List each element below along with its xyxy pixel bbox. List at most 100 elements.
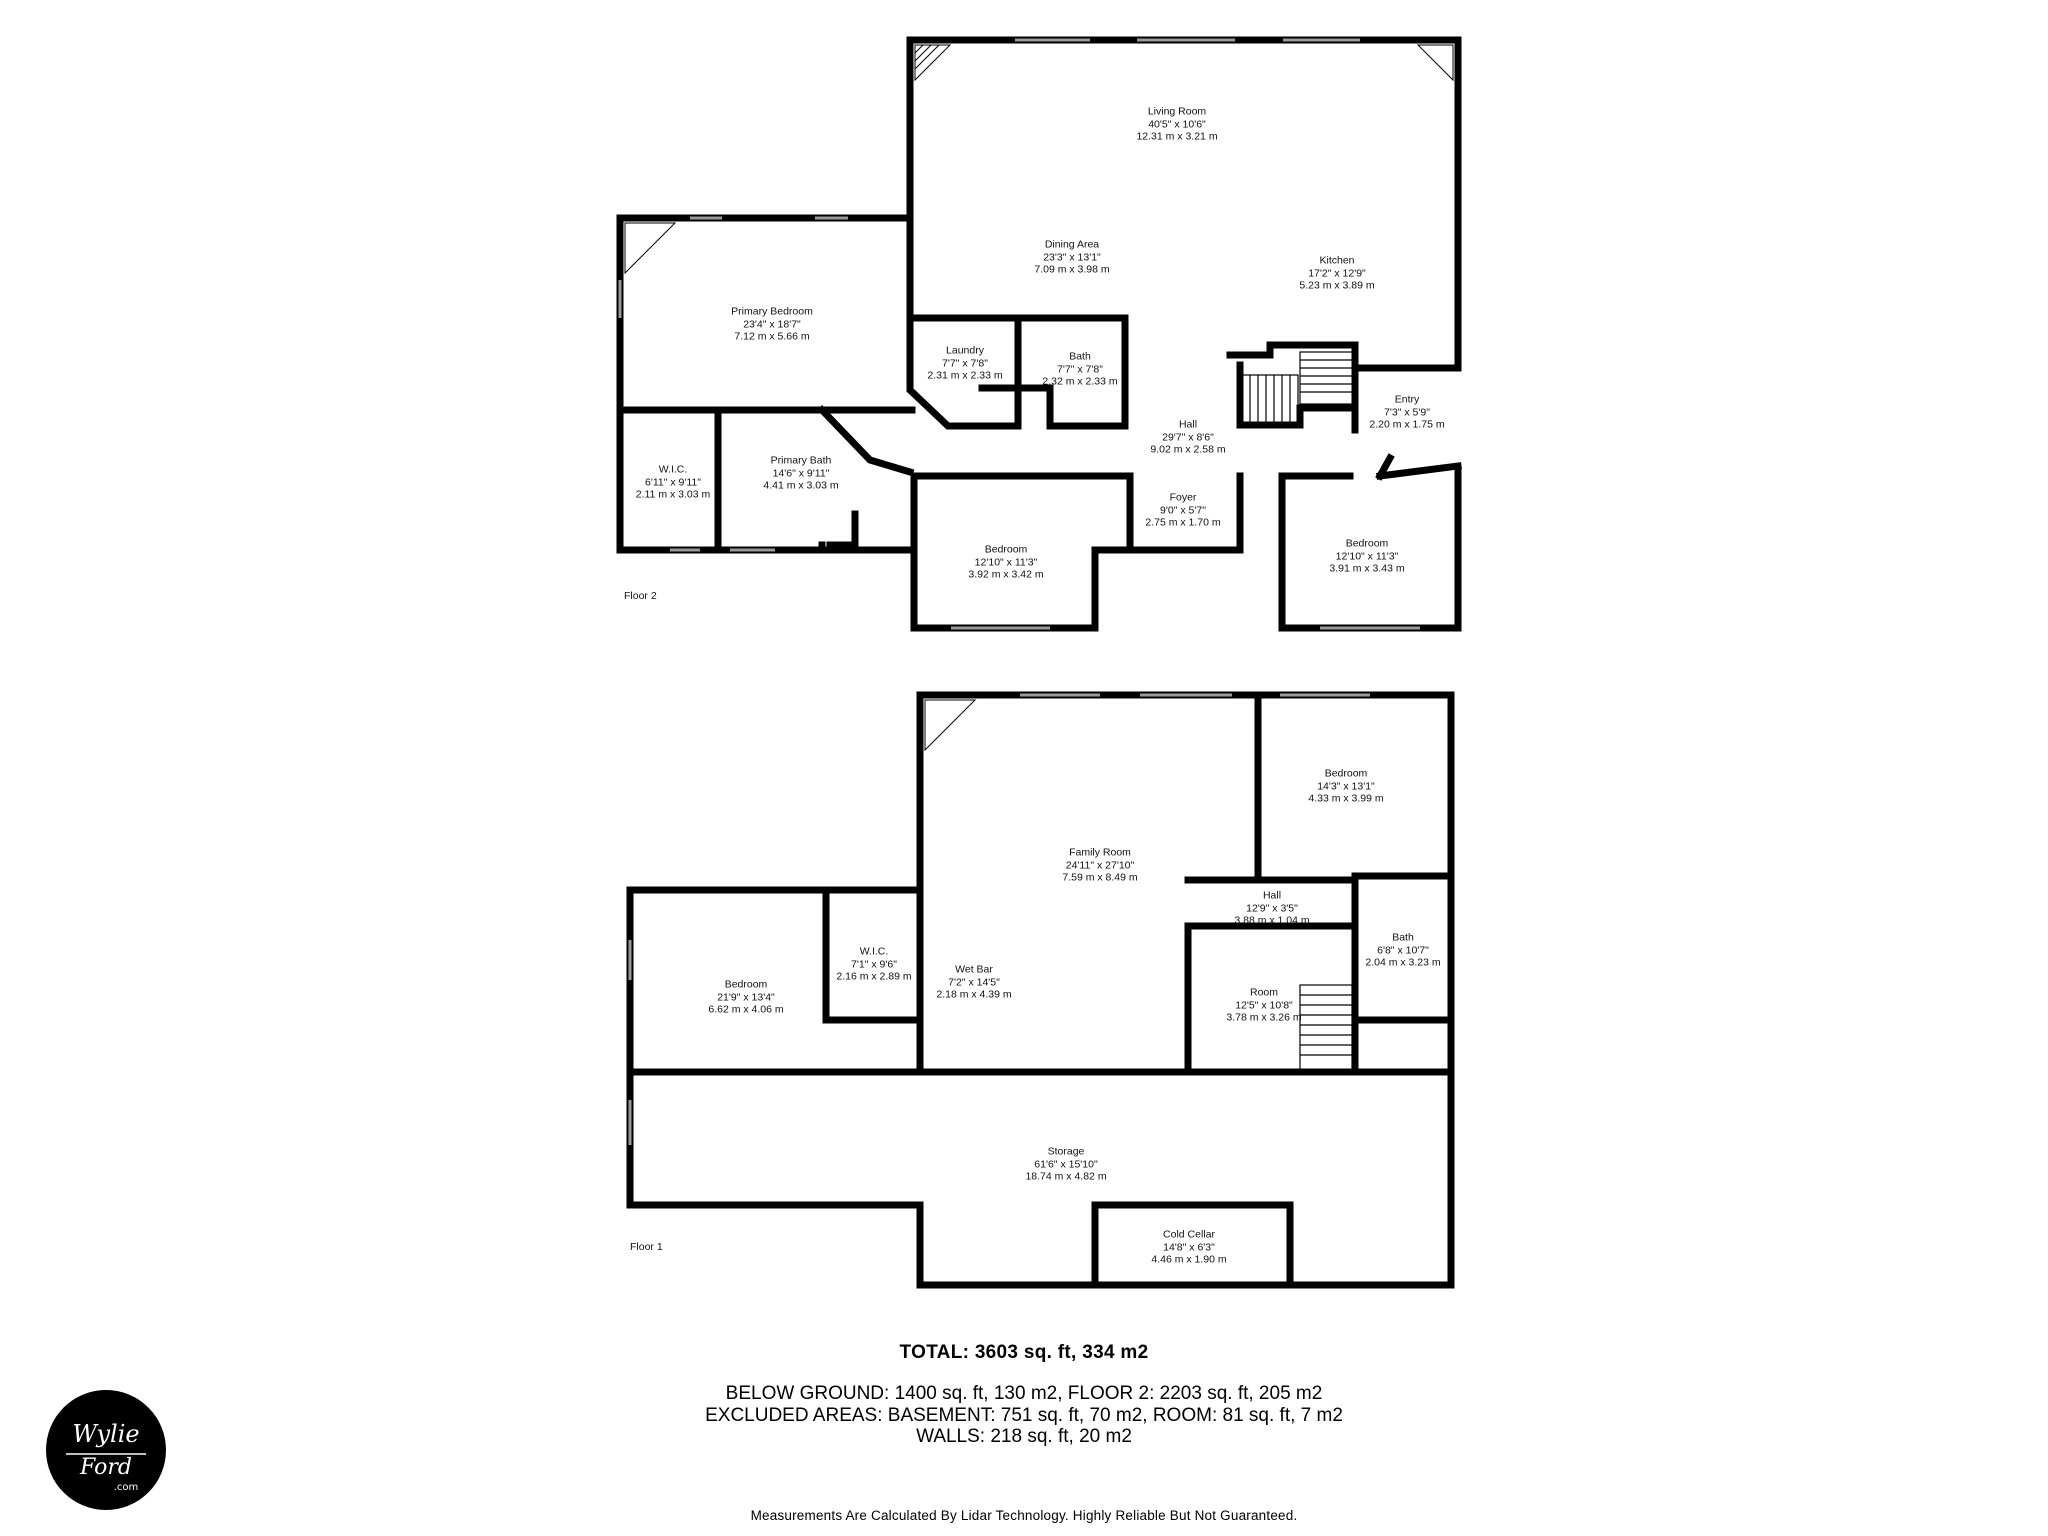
room-primary-bedroom: Primary Bedroom 23'4" x 18'7" 7.12 m x 5… xyxy=(731,305,813,343)
room-imperial: 40'5" x 10'6" xyxy=(1148,117,1206,130)
room-bath: Bath 6'8" x 10'7" 2.04 m x 3.23 m xyxy=(1365,931,1440,969)
logo-line3: .com xyxy=(114,1482,139,1493)
room-metric: 2.31 m x 2.33 m xyxy=(927,369,1003,382)
floor-2-walls xyxy=(616,36,1462,632)
room-imperial: 7'1" x 9'6" xyxy=(851,957,897,970)
room-imperial: 61'6" x 15'10" xyxy=(1034,1157,1098,1170)
room-wic: W.I.C. 6'11" x 9'11" 2.11 m x 3.03 m xyxy=(636,463,711,501)
floor-2-label: Floor 2 xyxy=(624,590,657,602)
stairs xyxy=(1241,351,1354,1071)
room-imperial: 12'10" x 11'3" xyxy=(974,555,1038,568)
room-bedroom: Bedroom 12'10" x 11'3" 3.91 m x 3.43 m xyxy=(1329,537,1404,575)
room-metric: 6.62 m x 4.06 m xyxy=(708,1003,784,1016)
room-bedroom: Bedroom 12'10" x 11'3" 3.92 m x 3.42 m xyxy=(968,543,1043,581)
room-imperial: 7'7" x 7'8" xyxy=(1057,362,1103,375)
room-metric: 3.92 m x 3.42 m xyxy=(968,568,1044,581)
room-name: W.I.C. xyxy=(859,945,889,958)
area-line: BELOW GROUND: 1400 sq. ft, 130 m2, FLOOR… xyxy=(725,1383,1323,1404)
room-metric: 2.16 m x 2.89 m xyxy=(836,970,912,983)
room-name: Room xyxy=(1249,986,1279,999)
room-name: Living Room xyxy=(1147,105,1207,118)
room-metric: 2.11 m x 3.03 m xyxy=(635,488,711,501)
room-room: Room 12'5" x 10'8" 3.78 m x 3.26 m xyxy=(1226,986,1301,1024)
room-primary-bath: Primary Bath 14'6" x 9'11" 4.41 m x 3.03… xyxy=(763,454,838,492)
room-imperial: 12'5" x 10'8" xyxy=(1235,998,1293,1011)
room-name: Primary Bath xyxy=(770,454,832,467)
room-imperial: 24'11" x 27'10" xyxy=(1065,858,1135,871)
room-metric: 7.12 m x 5.66 m xyxy=(734,330,810,343)
room-metric: 3.78 m x 3.26 m xyxy=(1226,1011,1302,1024)
room-metric: 2.32 m x 2.33 m xyxy=(1042,375,1118,388)
area-breakdown: BELOW GROUND: 1400 sq. ft, 130 m2, FLOOR… xyxy=(0,1383,2048,1448)
room-name: Hall xyxy=(1178,418,1198,431)
room-name: Kitchen xyxy=(1319,254,1355,267)
room-imperial: 14'8" x 6'3" xyxy=(1163,1240,1215,1253)
room-imperial: 6'11" x 9'11" xyxy=(644,475,702,488)
room-bath: Bath 7'7" x 7'8" 2.32 m x 2.33 m xyxy=(1042,350,1117,388)
room-imperial: 7'3" x 5'9" xyxy=(1384,405,1430,418)
room-hall: Hall 29'7" x 8'6" 9.02 m x 2.58 m xyxy=(1150,418,1225,456)
room-imperial: 9'0" x 5'7" xyxy=(1160,503,1206,516)
room-imperial: 23'4" x 18'7" xyxy=(743,317,801,330)
room-metric: 4.41 m x 3.03 m xyxy=(763,479,839,492)
room-metric: 2.75 m x 1.70 m xyxy=(1145,516,1221,529)
room-family-room: Family Room 24'11" x 27'10" 7.59 m x 8.4… xyxy=(1062,846,1137,884)
corner-hatches xyxy=(624,44,1454,752)
room-imperial: 29'7" x 8'6" xyxy=(1162,430,1214,443)
room-name: Dining Area xyxy=(1044,238,1100,251)
room-imperial: 12'9" x 3'5" xyxy=(1246,901,1298,914)
room-name: Storage xyxy=(1047,1145,1085,1158)
room-metric: 3.88 m x 1.04 m xyxy=(1234,914,1310,927)
room-storage: Storage 61'6" x 15'10" 18.74 m x 4.82 m xyxy=(1025,1145,1106,1183)
room-kitchen: Kitchen 17'2" x 12'9" 5.23 m x 3.89 m xyxy=(1299,254,1374,292)
logo-line1: Wylie xyxy=(72,1420,139,1448)
room-imperial: 12'10" x 11'3" xyxy=(1335,549,1399,562)
brand-logo: Wylie Ford .com xyxy=(46,1390,166,1510)
room-metric: 2.20 m x 1.75 m xyxy=(1369,418,1445,431)
room-name: Bedroom xyxy=(1345,537,1389,550)
room-name: Bedroom xyxy=(724,978,768,991)
room-name: Bath xyxy=(1392,931,1414,944)
room-laundry: Laundry 7'7" x 7'8" 2.31 m x 2.33 m xyxy=(927,344,1002,382)
room-imperial: 7'7" x 7'8" xyxy=(942,356,988,369)
room-imperial: 21'9" x 13'4" xyxy=(717,990,775,1003)
room-foyer: Foyer 9'0" x 5'7" 2.75 m x 1.70 m xyxy=(1145,491,1220,529)
room-living-room: Living Room 40'5" x 10'6" 12.31 m x 3.21… xyxy=(1136,105,1217,143)
room-metric: 7.09 m x 3.98 m xyxy=(1034,263,1110,276)
room-name: Entry xyxy=(1394,393,1420,406)
room-name: Bedroom xyxy=(1324,767,1368,780)
room-bedroom: Bedroom 14'3" x 13'1" 4.33 m x 3.99 m xyxy=(1308,767,1383,805)
room-name: Cold Cellar xyxy=(1163,1228,1215,1241)
room-dining-area: Dining Area 23'3" x 13'1" 7.09 m x 3.98 … xyxy=(1034,238,1109,276)
room-metric: 4.46 m x 1.90 m xyxy=(1151,1253,1227,1266)
total-area: TOTAL: 3603 sq. ft, 334 m2 xyxy=(899,1342,1149,1363)
room-wic: W.I.C. 7'1" x 9'6" 2.16 m x 2.89 m xyxy=(836,945,911,983)
room-imperial: 17'2" x 12'9" xyxy=(1308,266,1366,279)
floor-1-label: Floor 1 xyxy=(630,1241,663,1253)
room-imperial: 7'2" x 14'5" xyxy=(948,975,1000,988)
room-name: Wet Bar xyxy=(955,963,993,976)
room-name: W.I.C. xyxy=(658,463,688,476)
logo-line2: Ford xyxy=(79,1455,132,1480)
room-name: Hall xyxy=(1262,889,1282,902)
floor-1-walls xyxy=(626,691,1455,1289)
room-imperial: 14'3" x 13'1" xyxy=(1317,779,1375,792)
room-entry: Entry 7'3" x 5'9" 2.20 m x 1.75 m xyxy=(1369,393,1444,431)
room-metric: 12.31 m x 3.21 m xyxy=(1136,130,1218,143)
room-imperial: 14'6" x 9'11" xyxy=(772,466,830,479)
room-name: Bath xyxy=(1069,350,1091,363)
room-bedroom: Bedroom 21'9" x 13'4" 6.62 m x 4.06 m xyxy=(708,978,783,1016)
room-metric: 9.02 m x 2.58 m xyxy=(1150,443,1226,456)
room-name: Family Room xyxy=(1069,846,1131,859)
room-name: Foyer xyxy=(1169,491,1197,504)
area-line: EXCLUDED AREAS: BASEMENT: 751 sq. ft, 70… xyxy=(705,1404,1343,1426)
room-metric: 18.74 m x 4.82 m xyxy=(1025,1170,1107,1183)
room-cold-cellar: Cold Cellar 14'8" x 6'3" 4.46 m x 1.90 m xyxy=(1151,1228,1226,1266)
room-imperial: 6'8" x 10'7" xyxy=(1377,943,1429,956)
room-metric: 5.23 m x 3.89 m xyxy=(1299,279,1375,292)
disclaimer: Measurements Are Calculated By Lidar Tec… xyxy=(750,1508,1298,1523)
room-imperial: 23'3" x 13'1" xyxy=(1043,250,1101,263)
room-hall: Hall 12'9" x 3'5" 3.88 m x 1.04 m xyxy=(1234,889,1309,927)
room-name: Laundry xyxy=(946,344,984,357)
